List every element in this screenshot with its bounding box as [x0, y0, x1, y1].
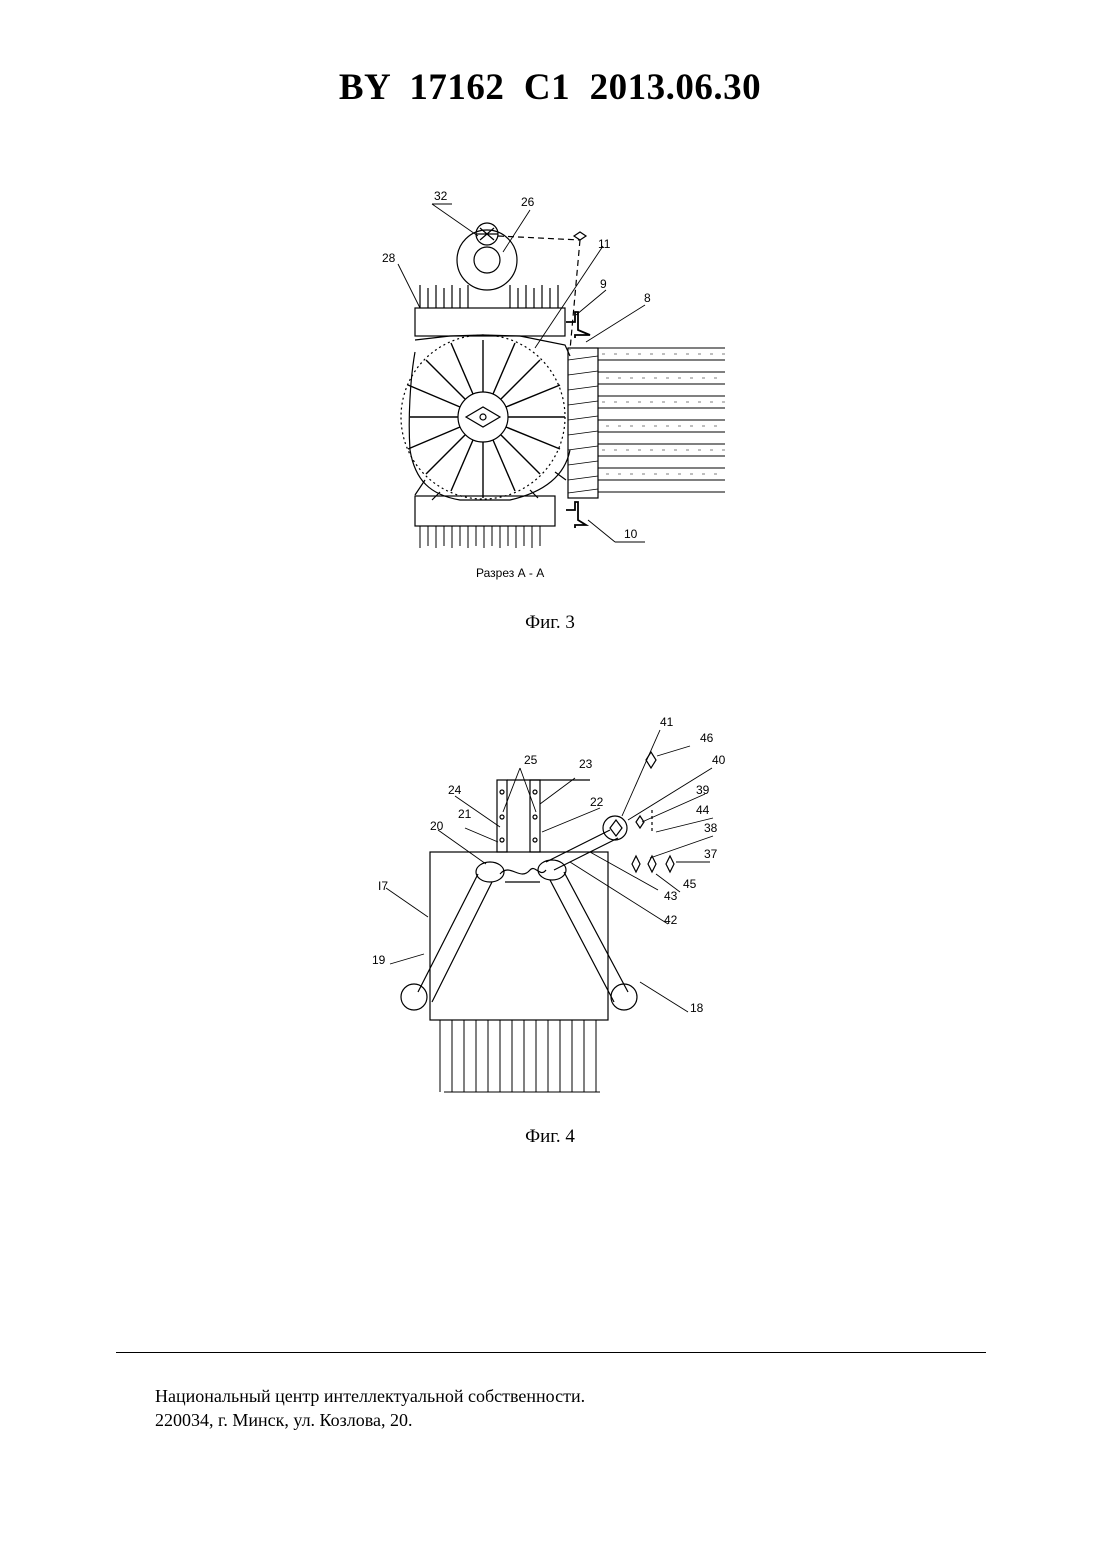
label-32: 32 — [434, 189, 448, 203]
label-10: 10 — [624, 527, 638, 541]
label-21: 21 — [458, 807, 472, 821]
comb-bar-28 — [415, 308, 565, 336]
label-8: 8 — [644, 291, 651, 305]
label-22: 22 — [590, 795, 604, 809]
bracket-9 — [566, 312, 590, 338]
figure-3-drawing: 32 26 11 28 9 8 10 Разрез А - А — [370, 180, 740, 590]
footer-line-2: 220034, г. Минск, ул. Козлова, 20. — [155, 1408, 585, 1432]
label-18: 18 — [690, 1001, 704, 1015]
figure-3-caption: Фиг. 3 — [0, 612, 1100, 634]
figure-3-svg: 32 26 11 28 9 8 10 Разрез А - А — [370, 180, 740, 590]
figure-4-drawing: 41 46 40 25 23 39 24 22 44 21 38 20 37 4… — [360, 712, 750, 1102]
label-28: 28 — [382, 251, 396, 265]
label-37: 37 — [704, 847, 718, 861]
pulley-26 — [457, 230, 517, 290]
label-45: 45 — [683, 877, 697, 891]
label-9: 9 — [600, 277, 607, 291]
label-17: I7 — [378, 879, 388, 893]
label-41: 41 — [660, 715, 674, 729]
label-39: 39 — [696, 783, 710, 797]
label-19: 19 — [372, 953, 386, 967]
label-20: 20 — [430, 819, 444, 833]
section-label: Разрез А - А — [476, 566, 544, 580]
bracket-10 — [566, 502, 586, 528]
figure-4-svg: 41 46 40 25 23 39 24 22 44 21 38 20 37 4… — [360, 712, 750, 1102]
patent-header: BY 17162 C1 2013.06.30 — [0, 66, 1100, 109]
housing-17 — [430, 852, 608, 1020]
label-11: 11 — [598, 237, 611, 251]
label-40: 40 — [712, 753, 726, 767]
label-38: 38 — [704, 821, 718, 835]
label-23: 23 — [579, 757, 593, 771]
footer-line-1: Национальный центр интеллектуальной собс… — [155, 1384, 585, 1408]
label-44: 44 — [696, 803, 710, 817]
hatched-column — [568, 348, 598, 498]
label-46: 46 — [700, 731, 714, 745]
footer: Национальный центр интеллектуальной собс… — [155, 1384, 585, 1432]
footer-divider — [116, 1352, 986, 1353]
label-42: 42 — [664, 913, 678, 927]
label-25: 25 — [524, 753, 538, 767]
figure-4-caption: Фиг. 4 — [0, 1126, 1100, 1148]
arm-19 — [418, 874, 492, 1002]
label-26: 26 — [521, 195, 535, 209]
label-43: 43 — [664, 889, 678, 903]
label-24: 24 — [448, 783, 462, 797]
